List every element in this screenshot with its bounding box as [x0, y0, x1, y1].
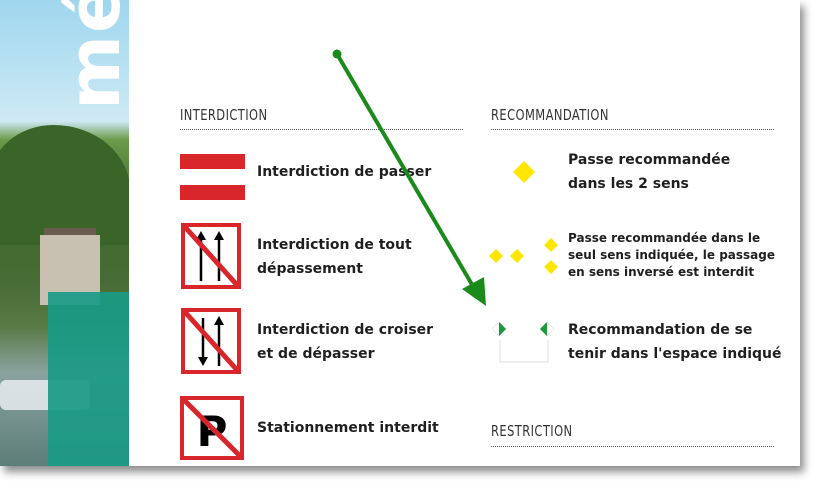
recommandation-item-3-line2: tenir dans l'espace indiqué [568, 346, 782, 362]
interdiction-rule [180, 129, 463, 130]
interdiction-item-2-line1: Interdiction de tout [257, 237, 412, 253]
teal-band [48, 292, 129, 466]
no-crossing-overtaking-sign [181, 308, 241, 374]
interdiction-item-4-label: Stationnement interdit [257, 420, 439, 436]
recommandation-heading: RECOMMANDATION [491, 106, 609, 124]
recommandation-item-1-line1: Passe recommandée [568, 152, 731, 168]
green-white-diamond-icon [491, 321, 555, 363]
hill-shape [0, 125, 129, 245]
interdiction-item-1-label: Interdiction de passer [257, 164, 432, 180]
restriction-rule [491, 446, 774, 447]
recommandation-item-1-line2: dans les 2 sens [568, 176, 689, 192]
recommandation-item-2-line1: Passe recommandée dans le [568, 231, 761, 245]
side-photo: mé [0, 0, 129, 466]
no-overtaking-sign [181, 223, 241, 289]
recommandation-rule [491, 129, 774, 130]
interdiction-item-3-line2: et de dépasser [257, 346, 375, 362]
interdiction-item-2-line2: dépassement [257, 261, 363, 277]
no-parking-sign: P [180, 396, 244, 460]
recommandation-item-2-line3: en sens inversé est interdit [568, 265, 755, 279]
recommandation-item-3-line1: Recommandation de se [568, 322, 753, 338]
interdiction-heading: INTERDICTION [180, 106, 268, 124]
document-page: mé INTERDICTION Interdiction de passer I… [0, 0, 782, 466]
restriction-heading: RESTRICTION [491, 422, 573, 440]
red-white-bar-sign [180, 154, 245, 200]
interdiction-item-3-line1: Interdiction de croiser [257, 322, 434, 338]
green-arrow-annotation [332, 49, 486, 306]
yellow-diamond-icon [513, 161, 535, 183]
recommandation-item-2-line2: seul sens indiquée, le passage [568, 248, 775, 262]
yellow-diamonds-group-icon [489, 238, 558, 274]
